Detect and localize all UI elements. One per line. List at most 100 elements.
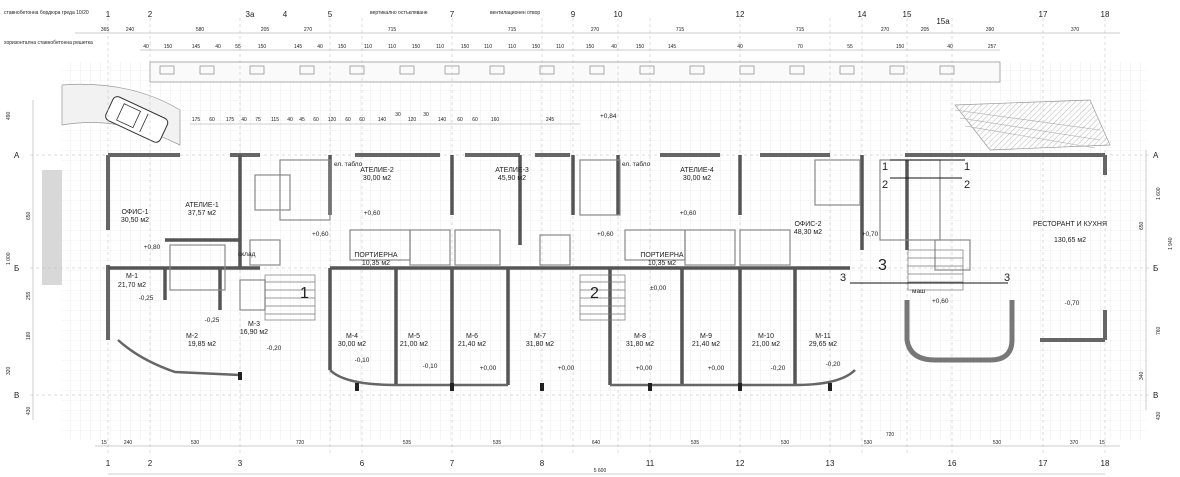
svg-text:45: 45 bbox=[299, 117, 305, 123]
curved-facade-mid1 bbox=[329, 369, 508, 387]
svg-text:370: 370 bbox=[1070, 440, 1079, 446]
svg-text:115: 115 bbox=[271, 117, 279, 123]
green-strip bbox=[42, 170, 62, 285]
section-marks: 1 1 2 2 3 3 bbox=[840, 159, 1010, 284]
svg-text:-0,20: -0,20 bbox=[826, 361, 841, 368]
note-1: ставнобетонна бордюра греда 10/20 bbox=[4, 10, 89, 16]
svg-text:140: 140 bbox=[378, 117, 387, 123]
svg-text:3: 3 bbox=[840, 272, 846, 284]
room-ofis-1: ОФИС-1 30,50 м2 +0,80 bbox=[121, 209, 161, 251]
svg-text:715: 715 bbox=[796, 27, 805, 33]
svg-text:12: 12 bbox=[736, 10, 745, 19]
note-2: хоризонтална ставнобетонна решетка bbox=[4, 40, 93, 46]
svg-text:ПОРТИЕРНА: ПОРТИЕРНА bbox=[354, 252, 398, 259]
svg-text:-0,10: -0,10 bbox=[355, 357, 370, 364]
svg-text:12: 12 bbox=[736, 459, 745, 468]
label-storage: склад bbox=[238, 251, 256, 258]
svg-text:720: 720 bbox=[886, 432, 895, 438]
svg-text:6: 6 bbox=[360, 459, 365, 468]
svg-text:1: 1 bbox=[964, 161, 970, 173]
svg-text:120: 120 bbox=[328, 117, 337, 123]
svg-text:40: 40 bbox=[241, 117, 247, 123]
left-axis-labels: А Б В bbox=[14, 151, 20, 400]
svg-text:530: 530 bbox=[781, 440, 790, 446]
svg-text:40: 40 bbox=[317, 44, 323, 50]
svg-text:60: 60 bbox=[457, 117, 463, 123]
svg-text:270: 270 bbox=[591, 27, 600, 33]
svg-text:+0,00: +0,00 bbox=[708, 365, 725, 372]
svg-text:17: 17 bbox=[1039, 459, 1048, 468]
svg-text:245: 245 bbox=[546, 117, 555, 123]
svg-text:530: 530 bbox=[864, 440, 873, 446]
svg-text:60: 60 bbox=[209, 117, 215, 123]
svg-text:715: 715 bbox=[388, 27, 397, 33]
svg-text:530: 530 bbox=[993, 440, 1002, 446]
svg-text:60: 60 bbox=[359, 117, 365, 123]
svg-text:160: 160 bbox=[491, 117, 500, 123]
svg-text:М-5: М-5 bbox=[408, 333, 420, 340]
dims-right: 1 600 1 940 650 760 340 430 bbox=[1139, 187, 1174, 420]
svg-text:205: 205 bbox=[921, 27, 930, 33]
svg-text:+0,60: +0,60 bbox=[364, 210, 381, 217]
svg-text:5: 5 bbox=[328, 10, 333, 19]
svg-text:320: 320 bbox=[6, 366, 12, 375]
svg-text:205: 205 bbox=[261, 27, 270, 33]
dims-left: 490 650 1 000 255 180 320 430 bbox=[6, 111, 32, 415]
svg-text:Б: Б bbox=[1153, 264, 1158, 273]
room-m-4: М-4 30,00 м2 -0,10 bbox=[338, 333, 370, 364]
svg-text:1 940: 1 940 bbox=[1168, 237, 1174, 250]
svg-text:60: 60 bbox=[345, 117, 351, 123]
columns bbox=[238, 372, 832, 391]
svg-text:1: 1 bbox=[106, 10, 111, 19]
room-m-6: М-6 21,40 м2 +0,00 bbox=[458, 333, 497, 372]
svg-text:15a: 15a bbox=[936, 17, 950, 26]
svg-text:37,57 м2: 37,57 м2 bbox=[188, 210, 216, 217]
svg-text:31,80 м2: 31,80 м2 bbox=[626, 341, 654, 348]
svg-text:13: 13 bbox=[826, 459, 835, 468]
interior-walls bbox=[169, 159, 971, 311]
svg-text:270: 270 bbox=[881, 27, 890, 33]
svg-text:60: 60 bbox=[313, 117, 319, 123]
svg-text:390: 390 bbox=[986, 27, 995, 33]
svg-text:1: 1 bbox=[106, 459, 111, 468]
svg-text:110: 110 bbox=[388, 44, 396, 50]
svg-text:17: 17 bbox=[1039, 10, 1048, 19]
svg-text:365: 365 bbox=[101, 27, 110, 33]
svg-text:150: 150 bbox=[461, 44, 470, 50]
svg-text:ОФИС-1: ОФИС-1 bbox=[121, 209, 148, 216]
svg-text:+0,80: +0,80 bbox=[144, 244, 161, 251]
svg-text:715: 715 bbox=[676, 27, 685, 33]
svg-text:19,85 м2: 19,85 м2 bbox=[188, 341, 216, 348]
svg-text:715: 715 bbox=[508, 27, 517, 33]
stairs-2 bbox=[579, 274, 626, 321]
svg-text:145: 145 bbox=[294, 44, 303, 50]
svg-text:АТЕЛИЕ-3: АТЕЛИЕ-3 bbox=[495, 167, 529, 174]
room-atelie-4: АТЕЛИЕ-4 30,00 м2 +0,60 bbox=[680, 167, 714, 217]
svg-text:М-1: М-1 bbox=[126, 273, 138, 280]
svg-text:255: 255 bbox=[26, 291, 32, 300]
level-stair-4: +0,60 bbox=[932, 298, 949, 305]
room-m-7: М-7 31,80 м2 +0,00 bbox=[526, 333, 575, 372]
svg-text:150: 150 bbox=[586, 44, 595, 50]
svg-text:10,35 м2: 10,35 м2 bbox=[362, 260, 390, 267]
outer-walls bbox=[106, 153, 1107, 342]
svg-text:-0,25: -0,25 bbox=[139, 295, 154, 302]
svg-text:21,40 м2: 21,40 м2 bbox=[458, 341, 486, 348]
room-atelie-1: АТЕЛИЕ-1 37,57 м2 bbox=[185, 202, 219, 217]
svg-text:21,00 м2: 21,00 м2 bbox=[400, 341, 428, 348]
svg-text:180: 180 bbox=[26, 331, 32, 340]
svg-text:16: 16 bbox=[948, 459, 957, 468]
svg-text:30,00 м2: 30,00 м2 bbox=[683, 175, 711, 182]
svg-text:535: 535 bbox=[691, 440, 700, 446]
svg-text:+0,60: +0,60 bbox=[680, 210, 697, 217]
svg-text:18: 18 bbox=[1101, 459, 1110, 468]
stairs-3 bbox=[907, 249, 964, 291]
svg-text:370: 370 bbox=[1071, 27, 1080, 33]
svg-text:150: 150 bbox=[258, 44, 267, 50]
room-restaurant: РЕСТОРАНТ И КУХНЯ 130,65 м2 -0,70 bbox=[1033, 221, 1107, 307]
svg-text:+0,00: +0,00 bbox=[636, 365, 653, 372]
svg-text:+0,70: +0,70 bbox=[862, 231, 879, 238]
svg-text:М-8: М-8 bbox=[634, 333, 646, 340]
room-m-9: М-9 21,40 м2 +0,00 bbox=[692, 333, 725, 372]
